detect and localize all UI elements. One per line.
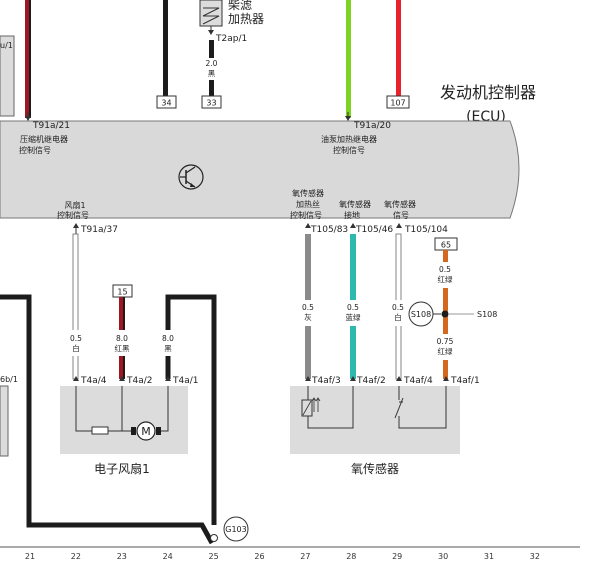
ground-g103 bbox=[223, 516, 249, 542]
svg-text:灰: 灰 bbox=[304, 312, 312, 322]
ecu-body bbox=[0, 120, 520, 219]
oil-pump-relay-label-2: 控制信号 bbox=[333, 145, 365, 155]
o2-heater-label-3: 控制信号 bbox=[290, 210, 322, 220]
o2-signal-label-1: 氧传感器 bbox=[384, 199, 416, 209]
o2-sensor-box bbox=[290, 386, 460, 454]
box-34 bbox=[156, 95, 177, 109]
compressor-relay-label-1: 压缩机继电器 bbox=[20, 134, 68, 144]
splice-s108-node bbox=[441, 310, 449, 318]
svg-text:红黑: 红黑 bbox=[115, 343, 130, 353]
column-number: 22 bbox=[71, 552, 81, 561]
box-15-label: 15 bbox=[117, 288, 127, 297]
svg-text:白: 白 bbox=[72, 343, 80, 353]
box-33-label: 33 bbox=[206, 99, 216, 108]
fan-ctrl-label-2: 控制信号 bbox=[57, 210, 89, 220]
o2-sensor-name: 氧传感器 bbox=[351, 461, 399, 476]
svg-text:0.5: 0.5 bbox=[392, 303, 404, 312]
pin-t105-46: T105/46 bbox=[355, 225, 393, 235]
o2-heater-label-1: 氧传感器 bbox=[292, 188, 324, 198]
fuel-filter-name-1: 柴滤 bbox=[228, 0, 252, 12]
column-number: 28 bbox=[346, 552, 356, 561]
o2-heater-element-icon bbox=[301, 399, 313, 417]
svg-text:红绿: 红绿 bbox=[438, 346, 453, 356]
left-edge-label: u/1 bbox=[0, 41, 13, 50]
svg-text:0.5: 0.5 bbox=[70, 334, 82, 343]
column-number: 30 bbox=[438, 552, 448, 561]
wire-left-black-loop bbox=[0, 294, 215, 545]
fuel-filter-heater-box bbox=[199, 0, 223, 27]
svg-text:黑: 黑 bbox=[164, 344, 172, 353]
compressor-relay-label-2: 控制信号 bbox=[19, 145, 51, 155]
pin-t105-83: T105/83 bbox=[310, 225, 348, 235]
o2-ground-label-1: 氧传感器 bbox=[339, 199, 371, 209]
left-lower-label: 6b/1 bbox=[0, 375, 18, 384]
o2-ground-label-2: 接地 bbox=[344, 210, 360, 220]
oil-pump-relay-label-1: 油泵加热继电器 bbox=[321, 134, 377, 144]
fan-pin-1: T4a/4 bbox=[80, 376, 107, 386]
column-number: 26 bbox=[254, 552, 264, 561]
o2-pin-3: T4af/4 bbox=[403, 376, 433, 386]
fan-resistor bbox=[91, 426, 109, 435]
fan-motor-icon bbox=[136, 421, 156, 441]
pin-t105-104: T105/104 bbox=[404, 225, 448, 235]
column-number: 31 bbox=[484, 552, 494, 561]
left-component-box bbox=[0, 35, 15, 117]
wire-t91a20-green bbox=[346, 0, 351, 118]
fan-pin-3: T4a/1 bbox=[172, 376, 199, 386]
splice-s108-id: S108 bbox=[411, 310, 431, 319]
fuel-filter-pin: T2ap/1 bbox=[215, 34, 247, 44]
svg-text:2.0: 2.0 bbox=[206, 59, 218, 68]
column-number: 27 bbox=[300, 552, 310, 561]
ecu-title: 发动机控制器 bbox=[440, 83, 536, 102]
wire-box34 bbox=[163, 0, 168, 96]
ground-g103-label: G103 bbox=[225, 525, 246, 534]
svg-text:8.0: 8.0 bbox=[162, 334, 174, 343]
svg-text:0.5: 0.5 bbox=[439, 265, 451, 274]
column-number: 23 bbox=[117, 552, 127, 561]
pin-t91a20: T91a/20 bbox=[353, 121, 391, 131]
heater-symbol-icon bbox=[202, 7, 220, 25]
svg-text:0.5: 0.5 bbox=[347, 303, 359, 312]
left-lower-component bbox=[0, 385, 9, 457]
svg-text:0.5: 0.5 bbox=[302, 303, 314, 312]
fan-pin-2: T4a/2 bbox=[126, 376, 153, 386]
o2-pin-1: T4af/3 bbox=[311, 376, 341, 386]
column-number: 25 bbox=[209, 552, 219, 561]
fan-name: 电子风扇1 bbox=[94, 461, 150, 476]
column-number: 24 bbox=[163, 552, 173, 561]
pin-t91a37: T91a/37 bbox=[80, 225, 118, 235]
column-number: 29 bbox=[392, 552, 402, 561]
o2-signal-label-2: 信号 bbox=[393, 210, 409, 220]
wire-box107-red bbox=[396, 0, 401, 96]
wire-fan-white bbox=[72, 233, 79, 380]
box-34-label: 34 bbox=[161, 99, 171, 108]
svg-text:0.75: 0.75 bbox=[437, 337, 454, 346]
o2-sensor-element-icon bbox=[394, 397, 404, 419]
fan-ctrl-label-1: 风扇1 bbox=[64, 200, 85, 210]
svg-text:红绿: 红绿 bbox=[438, 274, 453, 284]
svg-text:黑: 黑 bbox=[208, 69, 216, 78]
pin-t91a21: T91a/21 bbox=[32, 121, 70, 131]
svg-text:8.0: 8.0 bbox=[116, 334, 128, 343]
fan-motor-label: M bbox=[141, 425, 151, 438]
box-107 bbox=[386, 95, 410, 109]
fuel-filter-name-2: 加热器 bbox=[228, 12, 264, 26]
svg-text:白: 白 bbox=[394, 312, 402, 322]
fan-component-box bbox=[60, 386, 188, 454]
column-axis: 21 22 23 24 25 26 27 28 29 30 31 32 bbox=[25, 552, 540, 561]
splice-s108-label: S108 bbox=[477, 310, 497, 319]
column-number: 32 bbox=[530, 552, 540, 561]
o2-pin-2: T4af/2 bbox=[356, 376, 386, 386]
box-107-label: 107 bbox=[390, 99, 405, 108]
o2-pin-4: T4af/1 bbox=[450, 376, 480, 386]
o2-heater-label-2: 加热丝 bbox=[296, 199, 320, 209]
wire-t91a21 bbox=[25, 0, 29, 118]
transistor-icon bbox=[178, 164, 204, 190]
box-65-label: 65 bbox=[441, 241, 451, 250]
svg-text:蓝绿: 蓝绿 bbox=[346, 312, 361, 322]
box-33 bbox=[201, 95, 222, 109]
column-number: 21 bbox=[25, 552, 35, 561]
